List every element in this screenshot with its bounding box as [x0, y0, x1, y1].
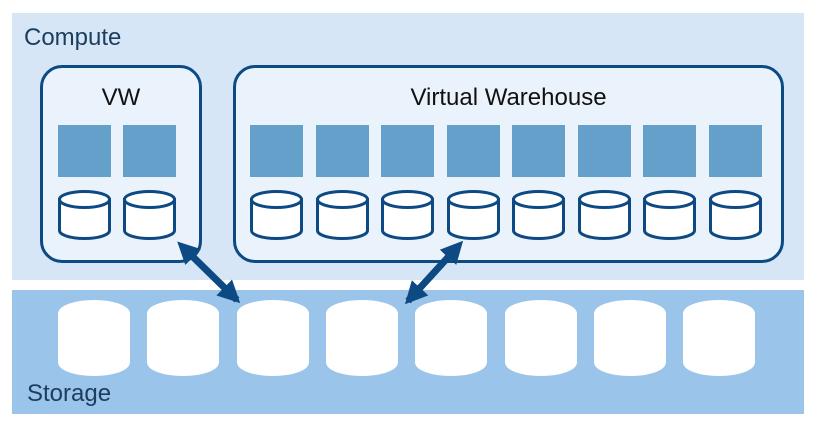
compute-node — [708, 125, 762, 177]
compute-node — [315, 125, 369, 177]
local-cache-disk-icon — [708, 190, 762, 240]
local-cache-disk-icon — [512, 190, 565, 240]
local-cache-disk-icon — [58, 190, 111, 240]
storage-volume-icon — [147, 300, 220, 376]
compute-node — [512, 125, 565, 177]
local-cache-disk-icon — [315, 190, 369, 240]
storage-volume-icon — [593, 300, 666, 376]
compute-node — [381, 125, 434, 177]
local-cache-disk-icon — [446, 190, 500, 240]
local-cache-disk-icon — [643, 190, 696, 240]
bidirectional-arrow-icon — [177, 241, 241, 304]
local-cache-disk-icon — [123, 190, 176, 240]
warehouse-title: VW — [101, 84, 141, 111]
storage-layer: Storage — [12, 290, 804, 414]
storage-volume-icon — [236, 300, 309, 376]
local-cache-disk-icon — [250, 190, 303, 240]
storage-layer-label: Storage — [27, 380, 112, 407]
storage-volume-icon — [58, 300, 130, 376]
warehouse-title: Virtual Warehouse — [410, 84, 607, 111]
compute-layer-label: Compute — [24, 24, 122, 51]
local-cache-disk-icon — [577, 190, 631, 240]
local-cache-disk-icon — [381, 190, 434, 240]
bidirectional-arrow-icon — [404, 240, 464, 305]
storage-volume-icon — [415, 300, 488, 376]
compute-node — [250, 125, 303, 177]
storage-volume-icon — [325, 300, 398, 376]
compute-node — [58, 125, 111, 177]
compute-node — [123, 125, 176, 177]
compute-node — [577, 125, 631, 177]
compute-node — [446, 125, 500, 177]
storage-volume-icon — [504, 300, 577, 376]
compute-node — [643, 125, 696, 177]
storage-volume-icon — [683, 300, 756, 376]
